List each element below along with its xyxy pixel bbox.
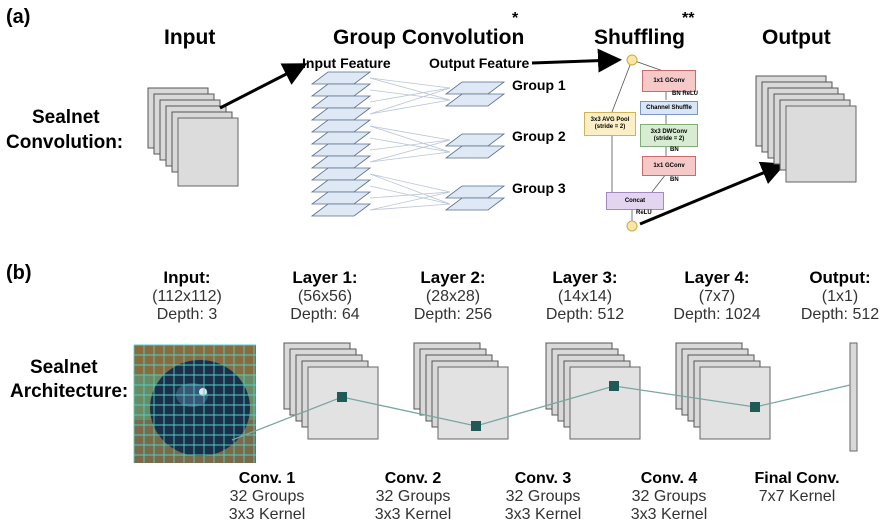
row-label-sealnet-b: Sealnet — [30, 357, 98, 378]
conv-groups: 32 Groups — [505, 488, 581, 505]
group-connections — [369, 77, 451, 211]
bn-relu-label: BN ReLU — [672, 91, 699, 97]
layer-1-heading: Layer 1: (56x56) Depth: 64 — [270, 268, 380, 324]
conv-title: Conv. 3 — [514, 470, 572, 487]
concat-box: Concat — [606, 192, 664, 210]
input-feature-stack — [147, 87, 239, 187]
group-3-label: Group 3 — [512, 180, 566, 196]
layer-3-heading: Layer 3: (14x14) Depth: 512 — [530, 268, 640, 324]
output-feature-stack — [755, 75, 857, 183]
conv-title: Final Conv. — [754, 470, 840, 487]
panel-b-label: (b) — [6, 262, 32, 284]
output-feature-sheets — [444, 81, 506, 211]
conv-kernel: 3x3 Kernel — [374, 506, 452, 523]
shuffle-output-node — [626, 220, 638, 232]
bn-label-1: BN — [670, 147, 679, 153]
conv-4-label: Conv. 4 32 Groups 3x3 Kernel — [624, 470, 714, 524]
avgpool-line-1: 3x3 AVG Pool — [590, 117, 630, 123]
avgpool-box: 3x3 AVG Pool (stride = 2) — [584, 112, 636, 136]
layer-size: (28x28) — [425, 288, 481, 305]
conv-groups: 32 Groups — [229, 488, 305, 505]
conv-groups: 32 Groups — [375, 488, 451, 505]
gconv1-box: 1x1 GConv — [642, 70, 696, 92]
final-conv-label: Final Conv. 7x7 Kernel — [742, 470, 852, 506]
conv-1-label: Conv. 1 32 Groups 3x3 Kernel — [222, 470, 312, 524]
layer-4-stack — [675, 342, 771, 440]
dwconv-line-1: 3x3 DWConv — [650, 128, 688, 135]
channel-shuffle-box: Channel Shuffle — [640, 101, 698, 115]
layer-2-heading: Layer 2: (28x28) Depth: 256 — [398, 268, 508, 324]
conv-2-label: Conv. 2 32 Groups 3x3 Kernel — [368, 470, 458, 524]
layer-4-heading: Layer 4: (7x7) Depth: 1024 — [662, 268, 772, 324]
output-vector-bar — [849, 342, 858, 452]
conv-groups: 32 Groups — [631, 488, 707, 505]
layer-input-heading: Input: (112x112) Depth: 3 — [132, 268, 242, 324]
group-2-label: Group 2 — [512, 128, 566, 144]
input-feature-label: Input Feature — [302, 55, 391, 71]
conv-title: Conv. 2 — [384, 470, 442, 487]
avgpool-line-2: (stride = 2) — [594, 124, 626, 130]
layer-title: Layer 3: — [552, 268, 618, 287]
layer-size: (1x1) — [821, 288, 859, 305]
layer-depth: Depth: 3 — [156, 306, 218, 323]
dwconv-line-2: (stride = 2) — [653, 135, 685, 142]
kernel-marker-2 — [471, 421, 481, 431]
layer-title: Layer 2: — [420, 268, 486, 287]
layer-depth: Depth: 1024 — [673, 306, 761, 323]
layer-title: Layer 4: — [684, 268, 750, 287]
conv-path-line — [231, 384, 851, 441]
kernel-marker-4 — [750, 402, 760, 412]
layer-depth: Depth: 512 — [800, 306, 880, 323]
kernel-marker-1 — [337, 392, 347, 402]
header-output: Output — [762, 26, 831, 49]
input-image-grid — [133, 344, 256, 463]
conv-kernel: 3x3 Kernel — [630, 506, 708, 523]
layer-title: Layer 1: — [292, 268, 358, 287]
gconv2-box: 1x1 GConv — [642, 156, 696, 176]
conv-3-label: Conv. 3 32 Groups 3x3 Kernel — [498, 470, 588, 524]
layer-2-stack — [413, 342, 509, 440]
panel-a-label: (a) — [6, 6, 31, 28]
header-shuffling: Shuffling — [594, 26, 685, 49]
layer-depth: Depth: 256 — [413, 306, 493, 323]
layer-size: (7x7) — [698, 288, 736, 305]
kernel-marker-3 — [609, 381, 619, 391]
layer-output-heading: Output: (1x1) Depth: 512 — [790, 268, 890, 324]
shuffle-input-node — [626, 54, 638, 66]
layer-3-stack — [545, 342, 641, 440]
conv-title: Conv. 1 — [238, 470, 296, 487]
arrow-input-to-groupconv — [219, 63, 308, 110]
layer-1-stack — [283, 342, 379, 440]
conv-kernel: 7x7 Kernel — [758, 488, 836, 505]
row-label-convolution: Convolution: — [6, 132, 124, 153]
bn-label-2: BN — [670, 177, 679, 183]
header-input: Input — [164, 26, 216, 49]
layer-title: Input: — [163, 268, 211, 287]
conv-title: Conv. 4 — [640, 470, 698, 487]
layer-size: (14x14) — [557, 288, 613, 305]
layer-depth: Depth: 64 — [290, 306, 360, 323]
input-feature-sheets — [310, 71, 372, 217]
row-label-sealnet-a: Sealnet — [32, 107, 100, 128]
header-group-convolution: Group Convolution — [333, 26, 525, 49]
arrow-shuffling-to-output — [639, 161, 786, 226]
output-feature-label: Output Feature — [429, 55, 530, 71]
conv-kernel: 3x3 Kernel — [504, 506, 582, 523]
layer-size: (112x112) — [152, 288, 222, 305]
dwconv-box: 3x3 DWConv (stride = 2) — [640, 124, 698, 147]
row-label-architecture: Architecture: — [10, 381, 129, 402]
conv-kernel: 3x3 Kernel — [228, 506, 306, 523]
arrow-groupconv-to-shuffling — [531, 48, 622, 73]
relu-label: ReLU — [636, 210, 652, 216]
layer-size: (56x56) — [297, 288, 353, 305]
group-1-label: Group 1 — [512, 77, 566, 93]
star-double: ** — [682, 10, 695, 27]
layer-title: Output: — [809, 268, 871, 287]
layer-depth: Depth: 512 — [545, 306, 625, 323]
star-single: * — [512, 10, 519, 27]
